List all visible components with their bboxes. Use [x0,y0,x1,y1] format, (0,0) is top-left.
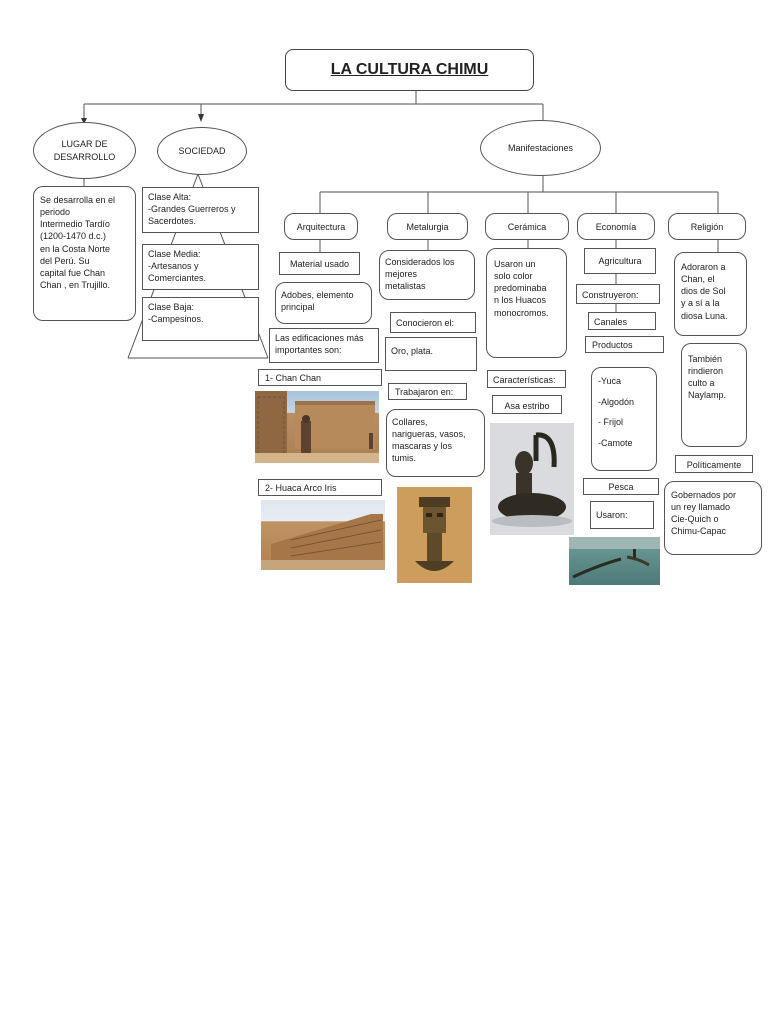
category-metalurgia: Metalurgia [387,213,468,240]
category-ceramica: Cerámica [485,213,569,240]
page-title: LA CULTURA CHIMU [285,49,534,91]
oro-plata-box: Oro, plata. [385,337,477,371]
tambien-box: También rindieron culto a Naylamp. [681,343,747,447]
clase-baja-box: Clase Baja: -Campesinos. [142,297,259,341]
usaron-pesca-box: Usaron: [590,501,654,529]
tumi-illustration [397,487,472,583]
huaco-illustration [490,423,574,535]
category-economia: Economía [577,213,655,240]
asa-estribo-box: Asa estribo [492,395,562,414]
category-arquitectura: Arquitectura [284,213,358,240]
edificaciones-box: Las edificaciones más importantes son: [269,328,379,363]
canales-box: Canales [588,312,656,330]
productos-box: Productos [585,336,664,353]
trabajaron-box: Trabajaron en: [388,383,467,400]
politicamente-box: Políticamente [675,455,753,473]
clase-media-box: Clase Media: -Artesanos y Comerciantes. [142,244,259,290]
chan-chan-item: 1- Chan Chan [258,369,382,386]
caballito-totora-photo [569,537,660,585]
adobes-box: Adobes, elemento principal [275,282,372,324]
gobernados-box: Gobernados por un rey llamado Cie-Quich … [664,481,762,555]
considerados-box: Considerados los mejores metalistas [379,250,475,300]
chan-chan-photo [255,391,379,463]
conocieron-box: Conocieron el: [390,312,476,333]
huaca-illustration [261,514,385,570]
manifestaciones-node: Manifestaciones [480,120,601,176]
adoraron-box: Adoraron a Chan, el dios de Sol y a sí a… [674,252,747,336]
clase-alta-box: Clase Alta: -Grandes Guerreros y Sacerdo… [142,187,259,233]
category-religion: Religión [668,213,746,240]
collares-box: Collares, narigueras, vasos, mascaras y … [386,409,485,477]
lugar-de-desarrollo-node: LUGAR DE DESARROLLO [33,122,136,179]
tumi-photo [397,487,472,583]
huaca-arco-iris-photo [261,500,385,570]
huaco-photo [490,423,574,535]
productos-list: -Yuca -Algodón - Frijol -Camote [591,367,657,471]
sociedad-node: SOCIEDAD [157,127,247,175]
agricultura-box: Agricultura [584,248,656,274]
material-usado-box: Material usado [279,252,360,275]
huaca-arco-iris-item: 2- Huaca Arco Iris [258,479,382,496]
boat-illustration [569,537,660,579]
lugar-description: Se desarrolla en el periodo Intermedio T… [33,186,136,321]
chan-chan-illustration [255,391,379,463]
usaron-color-box: Usaron un solo color predominaba n los H… [486,248,567,358]
pesca-box: Pesca [583,478,659,495]
caracteristicas-box: Características: [487,370,566,388]
construyeron-box: Construyeron: [576,284,660,304]
